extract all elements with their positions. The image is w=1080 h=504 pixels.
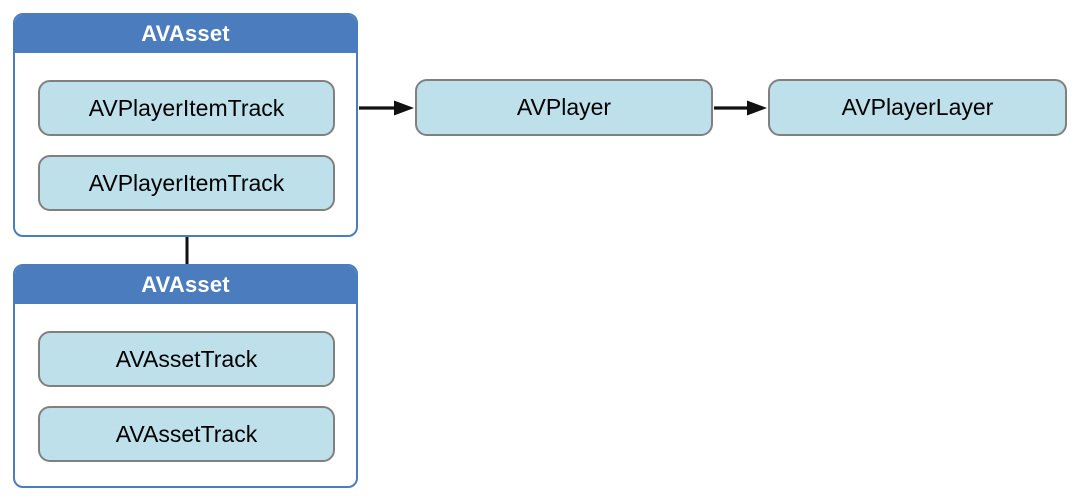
avassettrack-node-2: AVAssetTrack: [38, 406, 335, 462]
avasset-top-title: AVAsset: [141, 21, 230, 46]
avasset-bottom-header: AVAsset: [15, 266, 356, 304]
avplayerlayer-node: AVPlayerLayer: [768, 79, 1067, 136]
avasset-top-header: AVAsset: [15, 15, 356, 53]
avasset-bottom-title: AVAsset: [141, 272, 230, 297]
avassettrack-node-1: AVAssetTrack: [38, 331, 335, 387]
arrow-avplayer-to-avplayerlayer: [714, 100, 767, 116]
avasset-container-top: AVAsset AVPlayerItemTrack AVPlayerItemTr…: [13, 13, 358, 237]
avplayer-node: AVPlayer: [415, 79, 713, 136]
avasset-container-bottom: AVAsset AVAssetTrack AVAssetTrack: [13, 264, 358, 488]
arrow-avasset-to-avplayer: [359, 100, 414, 116]
avplayeritemtrack-node-2: AVPlayerItemTrack: [38, 155, 335, 211]
avplayeritemtrack-node-1: AVPlayerItemTrack: [38, 80, 335, 136]
